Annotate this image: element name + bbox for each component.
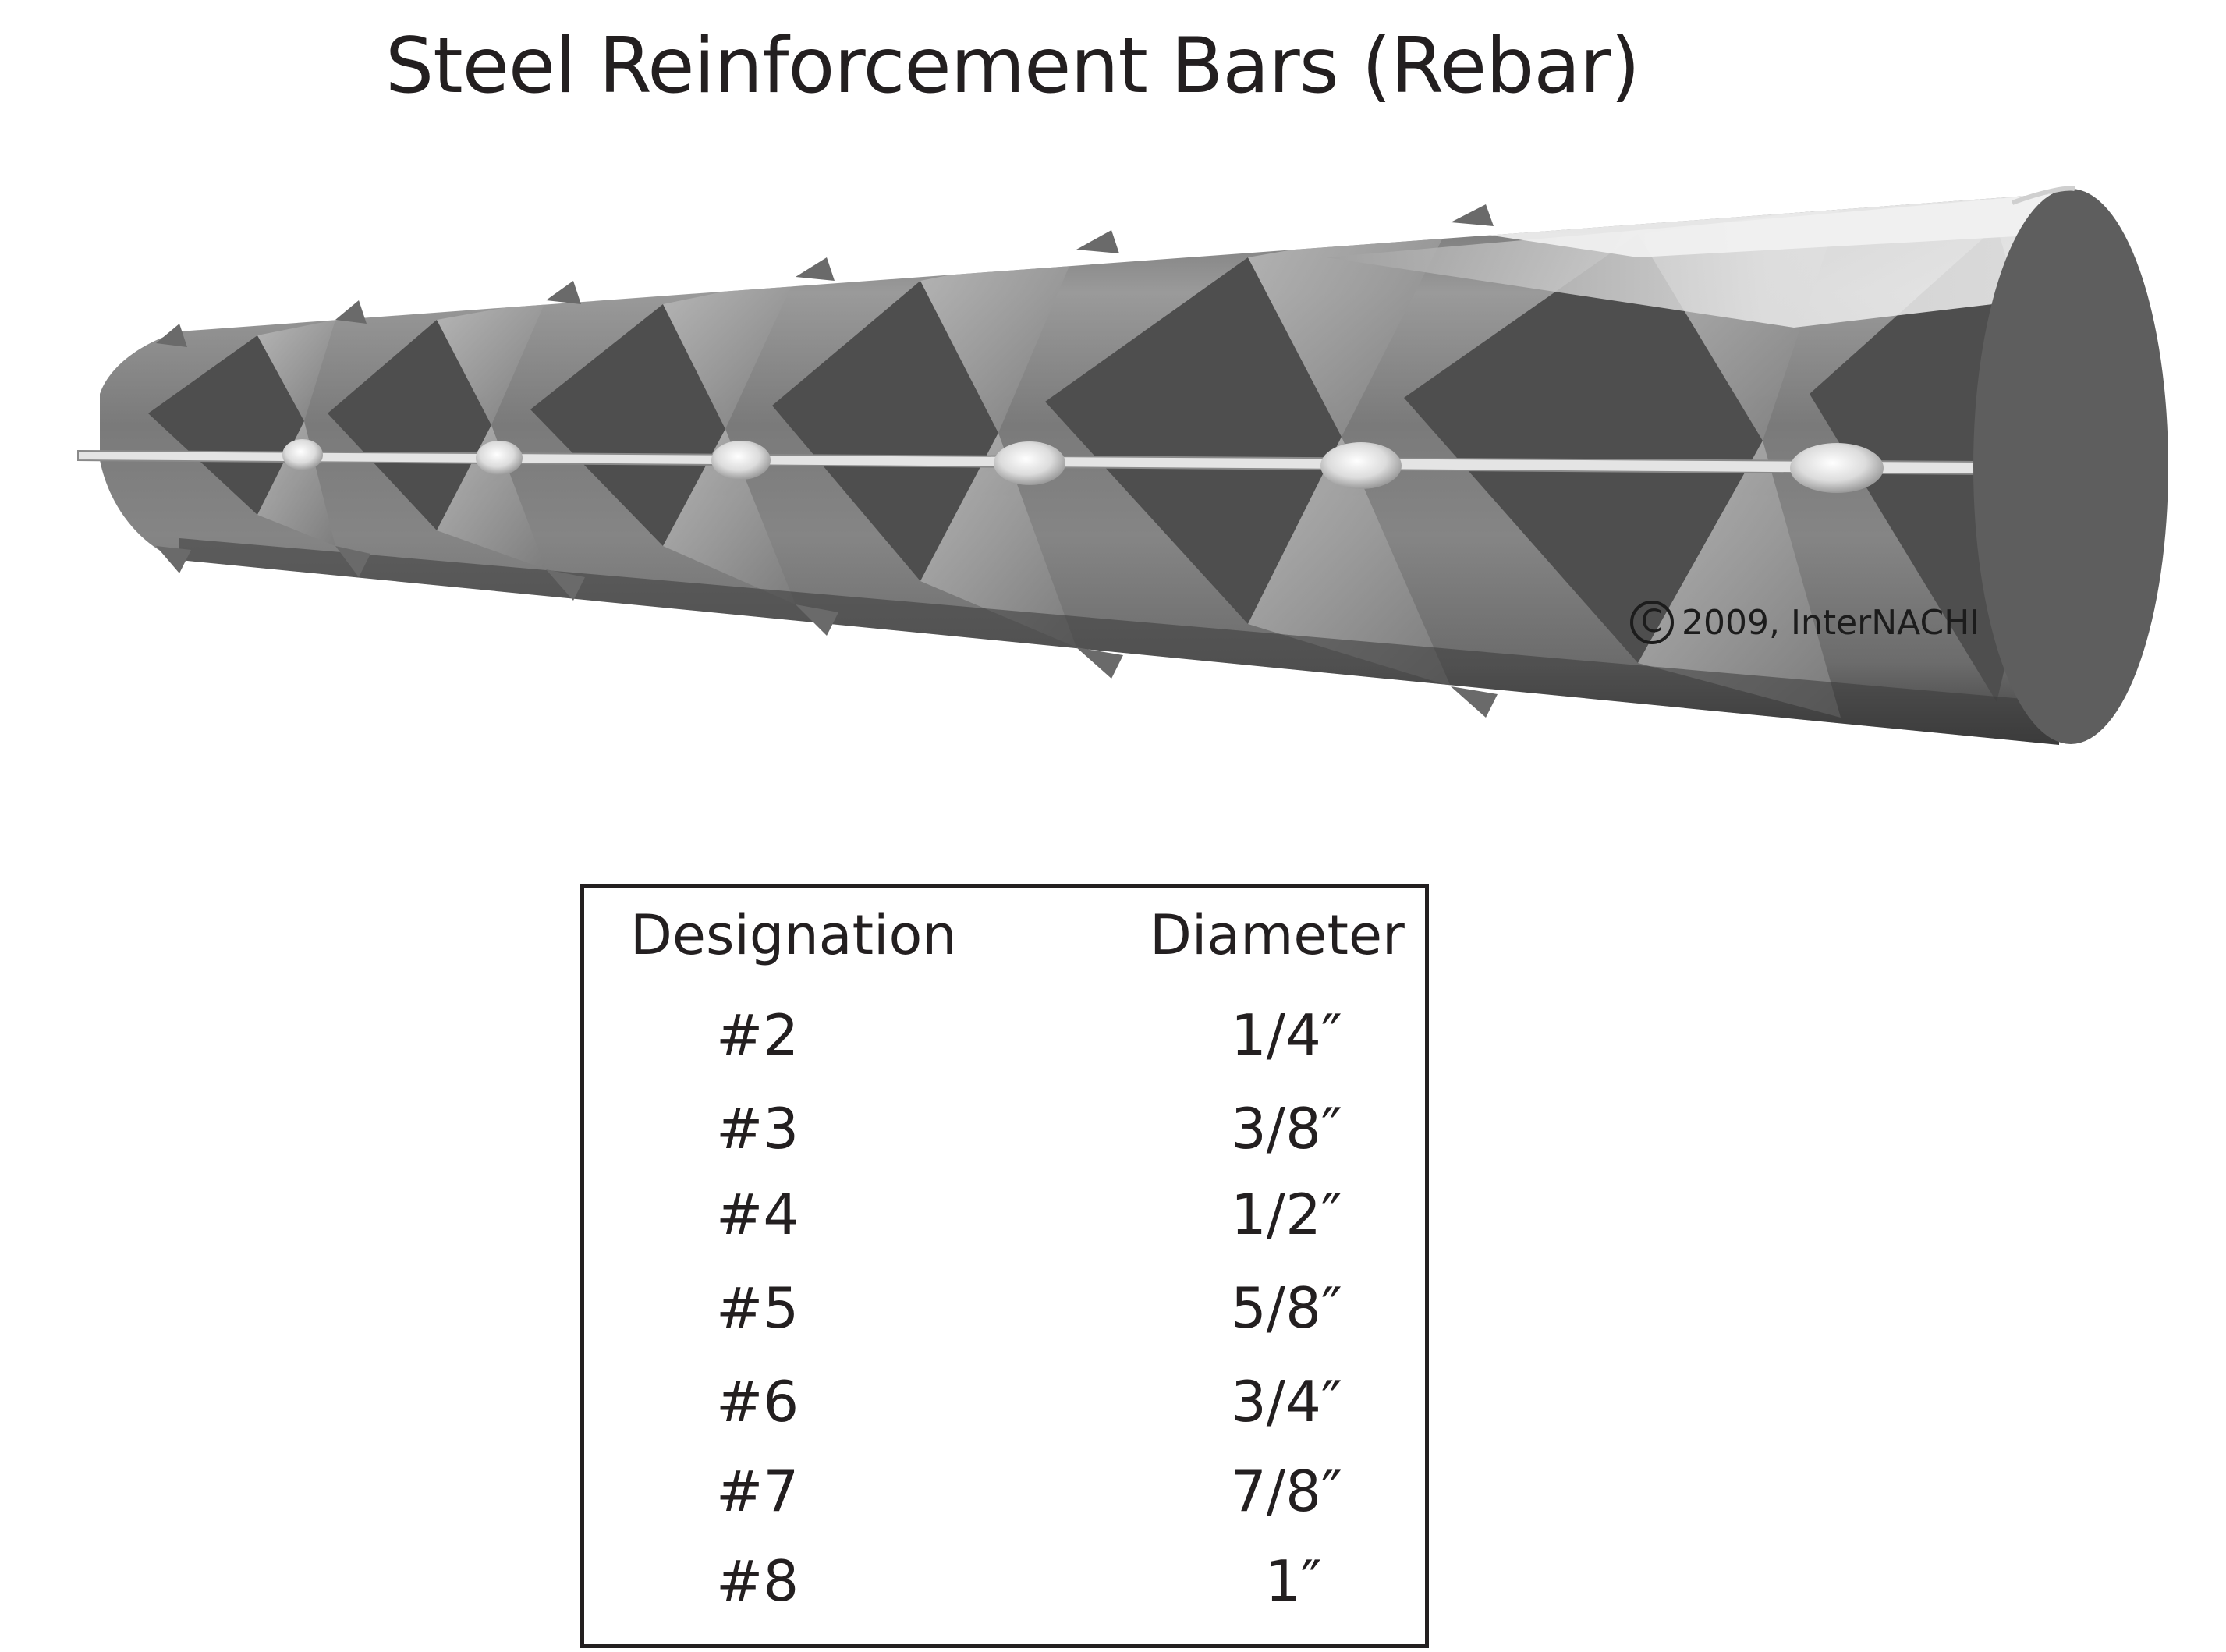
designation-cell: #6	[716, 1369, 799, 1434]
diameter-cell: 1/2″	[1231, 1182, 1342, 1247]
rebar-bar-image	[77, 186, 2168, 745]
diameter-cell: 1″	[1265, 1548, 1322, 1614]
copyright-symbol: C	[1630, 601, 1674, 644]
designation-cell: #3	[716, 1096, 799, 1161]
designation-cell: #5	[716, 1275, 799, 1341]
designation-cell: #4	[716, 1182, 799, 1247]
header-designation: Designation	[630, 903, 957, 967]
header-diameter: Diameter	[1150, 903, 1405, 967]
copyright-text: 2009, InterNACHI	[1682, 602, 1980, 643]
diameter-cell: 3/4″	[1231, 1369, 1342, 1434]
designation-cell: #8	[716, 1548, 799, 1614]
diameter-cell: 7/8″	[1231, 1459, 1342, 1524]
copyright-notice: C 2009, InterNACHI	[1630, 601, 1980, 644]
page-title: Steel Reinforcement Bars (Rebar)	[385, 22, 1640, 111]
designation-cell: #2	[716, 1002, 799, 1068]
rebar-size-table	[580, 884, 1429, 1648]
rebar-end-face	[1973, 189, 2168, 744]
designation-cell: #7	[716, 1459, 799, 1524]
rebar-illustration: C 2009, InterNACHI	[0, 0, 2226, 780]
diameter-cell: 5/8″	[1231, 1275, 1342, 1341]
diameter-cell: 3/8″	[1231, 1096, 1342, 1161]
diameter-cell: 1/4″	[1231, 1002, 1342, 1068]
